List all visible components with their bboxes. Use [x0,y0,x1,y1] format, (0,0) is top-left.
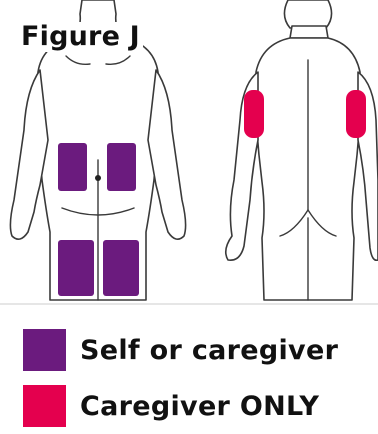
thigh-right-site [103,240,139,296]
upper-arm-right-site [346,90,366,138]
back-body [226,0,378,300]
legend-label-self-or-caregiver: Self or caregiver [80,335,338,366]
figure-title: Figure J [18,22,143,52]
abdomen-right-site [107,143,136,191]
legend-label-caregiver-only: Caregiver ONLY [80,391,319,422]
navel [95,175,101,181]
front-left-arm [10,70,48,239]
purple-swatch [23,329,66,371]
legend-item-self-or-caregiver: Self or caregiver [23,329,338,371]
abdomen-left-site [58,143,87,191]
thigh-left-site [58,240,94,296]
upper-arm-left-site [244,90,264,138]
legend-item-caregiver-only: Caregiver ONLY [23,385,319,427]
front-right-arm [148,70,186,239]
red-swatch [23,385,66,427]
